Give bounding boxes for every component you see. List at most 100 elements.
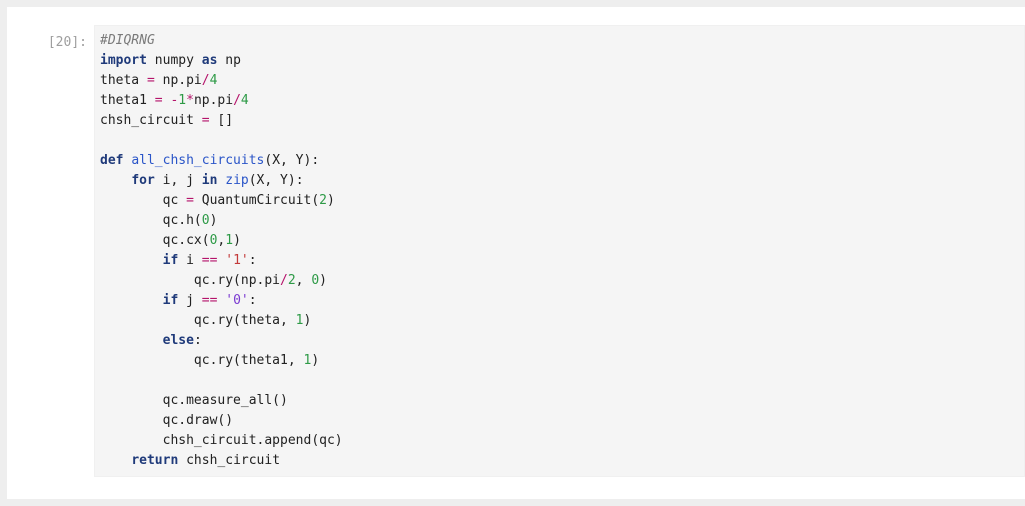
code-line: qc.cx(0,1) <box>100 231 343 251</box>
code-token: 1 <box>295 313 304 328</box>
code-line <box>100 131 343 151</box>
code-line: if j == '0': <box>100 291 343 311</box>
code-line: import numpy as np <box>100 51 343 71</box>
code-token: ) <box>209 213 218 228</box>
code-token: , <box>295 273 312 288</box>
code-token: zip <box>225 173 249 188</box>
code-token: chsh_circuit <box>178 453 281 468</box>
code-token: [] <box>209 113 234 128</box>
code-token: '1' <box>225 253 249 268</box>
code-token: , <box>217 233 226 248</box>
code-token <box>100 253 163 268</box>
code-token: = <box>201 113 210 128</box>
code-line: else: <box>100 331 343 351</box>
code-token: * <box>186 93 194 108</box>
code-token: chsh_circuit.append(qc) <box>100 433 343 448</box>
code-token: 4 <box>209 73 218 88</box>
code-token: : <box>248 293 257 308</box>
code-token: qc.ry(np.pi <box>100 273 281 288</box>
code-line: theta = np.pi/4 <box>100 71 343 91</box>
code-token: QuantumCircuit( <box>193 193 320 208</box>
code-line <box>100 371 343 391</box>
code-token: / <box>201 73 210 88</box>
code-token: np.pi <box>193 93 234 108</box>
code-token: if <box>162 253 179 268</box>
code-token: ) <box>233 233 241 248</box>
code-line: qc.measure_all() <box>100 391 343 411</box>
code-token: qc.h( <box>100 213 202 228</box>
code-token: / <box>280 273 288 288</box>
code-token: (X, Y): <box>248 173 304 188</box>
code-token: as <box>201 53 218 68</box>
code-token: numpy <box>146 53 202 68</box>
code-line: return chsh_circuit <box>100 451 343 471</box>
code-token: ) <box>303 313 312 328</box>
code-token: i, j <box>154 173 202 188</box>
code-token: i <box>178 253 202 268</box>
code-token: / <box>233 93 241 108</box>
code-token: qc.ry(theta1, <box>100 353 304 368</box>
code-token: 1 <box>178 93 187 108</box>
code-token: qc.ry(theta, <box>100 313 296 328</box>
code-line: for i, j in zip(X, Y): <box>100 171 343 191</box>
code-token: chsh_circuit <box>100 113 202 128</box>
code-token: theta1 <box>100 93 155 108</box>
code-token: ) <box>326 193 335 208</box>
code-token: #DIQRNG <box>100 33 155 48</box>
code-line: chsh_circuit.append(qc) <box>100 431 343 451</box>
code-token: = <box>154 93 163 108</box>
code-token: 4 <box>240 93 249 108</box>
code-token: = <box>146 73 155 88</box>
code-token: if <box>162 293 179 308</box>
code-token <box>100 173 131 188</box>
code-line: qc = QuantumCircuit(2) <box>100 191 343 211</box>
code-token: = <box>186 193 194 208</box>
code-token: j <box>178 293 202 308</box>
code-token: '0' <box>225 293 249 308</box>
code-token: 2 <box>319 193 327 208</box>
code-token: np.pi <box>154 73 202 88</box>
code-token: return <box>131 453 179 468</box>
code-token: == <box>201 293 218 308</box>
code-token: - <box>170 93 179 108</box>
code-token: 0 <box>201 213 210 228</box>
code-token: for <box>131 173 155 188</box>
code-token: in <box>201 173 218 188</box>
code-line: def all_chsh_circuits(X, Y): <box>100 151 343 171</box>
execution-count-prompt: [20]: <box>47 35 87 50</box>
code-token: 1 <box>303 353 312 368</box>
code-token: qc.measure_all() <box>100 393 288 408</box>
code-token: 1 <box>225 233 234 248</box>
code-line: chsh_circuit = [] <box>100 111 343 131</box>
code-token: def <box>100 153 124 168</box>
code-token: qc <box>100 193 187 208</box>
code-token: all_chsh_circuits <box>131 153 265 168</box>
code-token <box>100 453 131 468</box>
code-line: if i == '1': <box>100 251 343 271</box>
code-token: qc.cx( <box>100 233 210 248</box>
code-line: qc.ry(np.pi/2, 0) <box>100 271 343 291</box>
code-token: : <box>248 253 257 268</box>
code-token <box>100 293 163 308</box>
code-token: qc.draw() <box>100 413 234 428</box>
code-token: == <box>201 253 218 268</box>
code-line: qc.draw() <box>100 411 343 431</box>
code-line: #DIQRNG <box>100 31 343 51</box>
code-line: qc.ry(theta1, 1) <box>100 351 343 371</box>
code-token: 2 <box>287 273 296 288</box>
code-token: : <box>193 333 202 348</box>
code-token: theta <box>100 73 147 88</box>
code-token: (X, Y): <box>264 153 320 168</box>
code-token: 0 <box>209 233 218 248</box>
code-token: ) <box>311 353 320 368</box>
code-token: import <box>100 53 147 68</box>
code-line: qc.h(0) <box>100 211 343 231</box>
code-token: ) <box>319 273 327 288</box>
code-token: np <box>217 53 241 68</box>
code-token: else <box>162 333 194 348</box>
code-token: 0 <box>311 273 320 288</box>
